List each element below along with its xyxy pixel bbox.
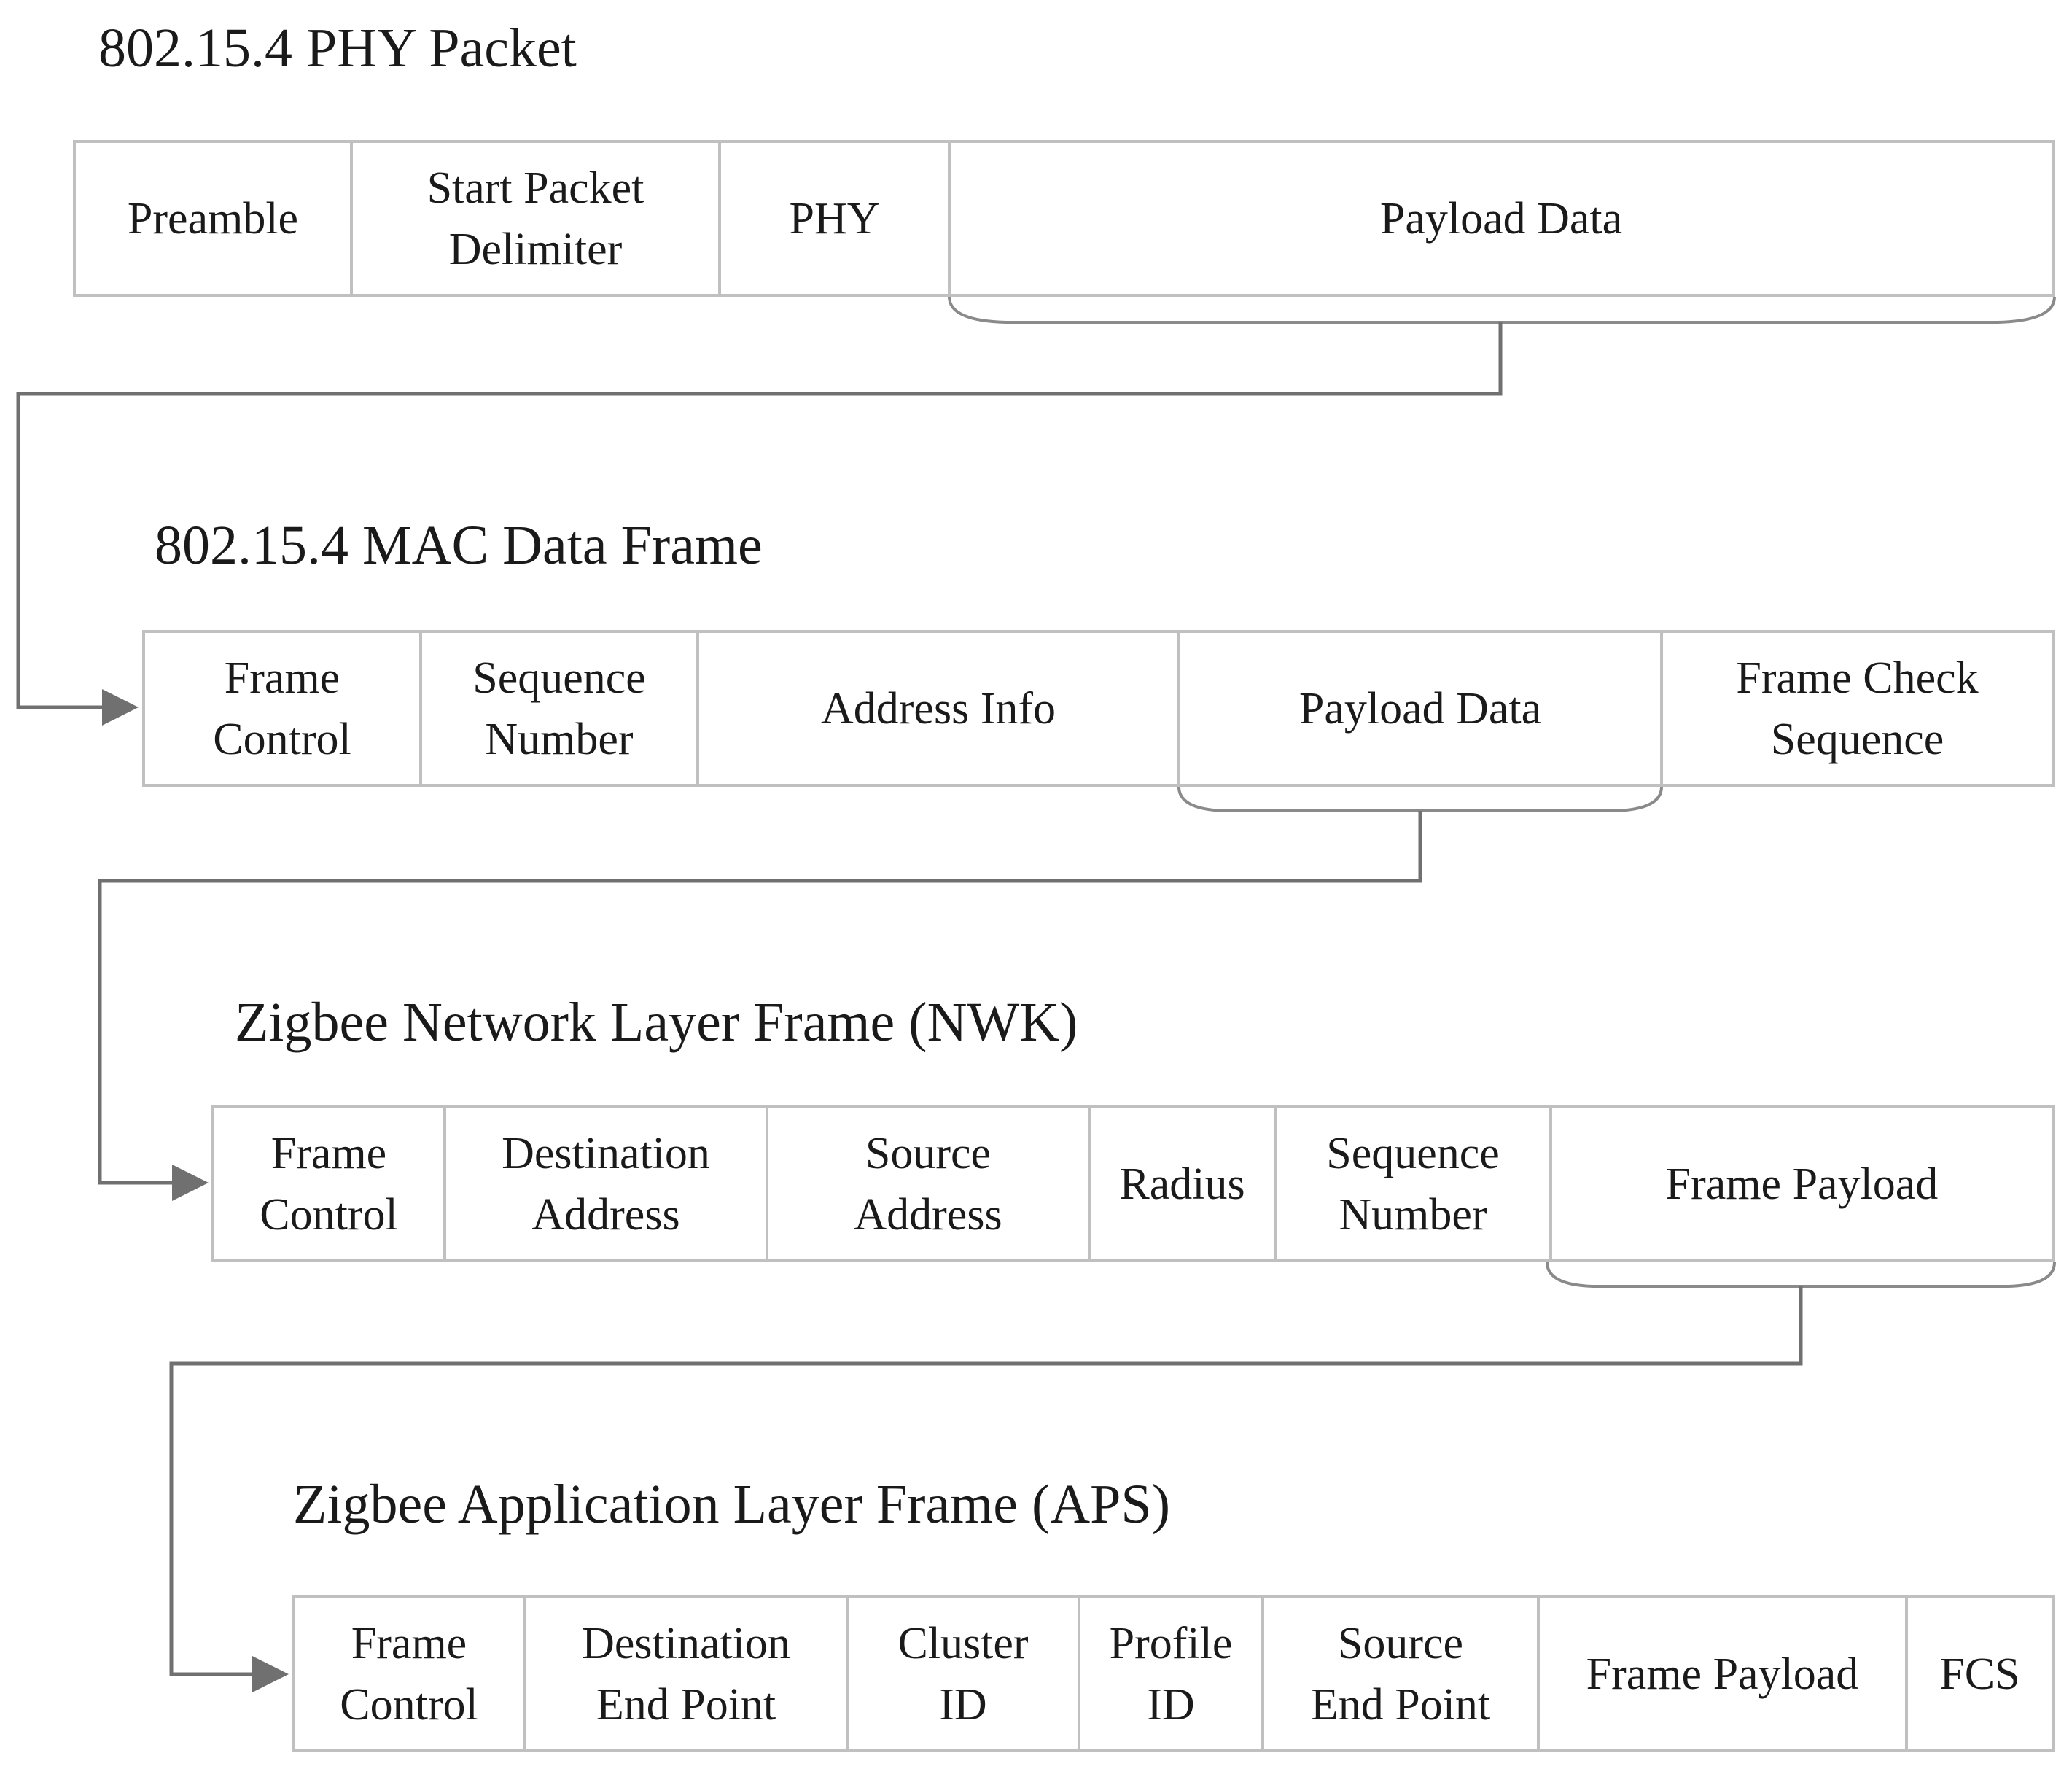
aps-frame-row: Frame Control Destination End Point Clus…: [292, 1595, 2055, 1752]
mac-field-frame-check-sequence: Frame Check Sequence: [1736, 653, 1979, 764]
aps-field-source-end-point: Source End Point: [1264, 1598, 1540, 1749]
mac-to-nwk-connector: [98, 811, 1422, 1201]
aps-field-destination-end-point: Destination End Point: [526, 1598, 849, 1749]
nwk-frame-row: Frame Control Destination Address Source…: [211, 1105, 2055, 1262]
nwk-field-radius: Radius: [1091, 1108, 1277, 1259]
nwk-field-frame-payload: Frame Payload: [1665, 1159, 1939, 1209]
phy-to-mac-connector: [16, 322, 1503, 726]
mac-field-address-info: Address Info: [699, 633, 1180, 784]
aps-field-profile-id: Profile ID: [1080, 1598, 1264, 1749]
nwk-to-aps-connector: [169, 1286, 1803, 1692]
phy-field-payload-data: Payload Data: [1379, 193, 1623, 244]
mac-field-frame-control: Frame Control: [145, 633, 422, 784]
nwk-field-destination-address: Destination Address: [446, 1108, 768, 1259]
aps-field-frame-payload: Frame Payload: [1540, 1598, 1908, 1749]
aps-field-cluster-id: Cluster ID: [849, 1598, 1080, 1749]
phy-field-start-packet-delimiter: Start Packet Delimiter: [353, 143, 721, 294]
mac-field-sequence-number: Sequence Number: [422, 633, 699, 784]
phy-payload-brace: [948, 296, 2056, 324]
nwk-field-sequence-number: Sequence Number: [1277, 1108, 1552, 1259]
mac-payload-brace: [1177, 786, 1663, 812]
mac-frame-title: 802.15.4 MAC Data Frame: [155, 515, 763, 576]
phy-field-phy: PHY: [721, 143, 951, 294]
nwk-field-source-address: Source Address: [768, 1108, 1091, 1259]
mac-field-payload-data: Payload Data: [1180, 633, 1663, 784]
aps-field-fcs: FCS: [1939, 1649, 2020, 1699]
phy-packet-title: 802.15.4 PHY Packet: [98, 18, 577, 79]
nwk-payload-brace: [1546, 1261, 2056, 1288]
nwk-frame-title: Zigbee Network Layer Frame (NWK): [235, 992, 1078, 1053]
phy-field-preamble: Preamble: [76, 143, 353, 294]
phy-packet-row: Preamble Start Packet Delimiter PHY Payl…: [73, 140, 2055, 297]
aps-frame-title: Zigbee Application Layer Frame (APS): [293, 1474, 1171, 1535]
mac-frame-row: Frame Control Sequence Number Address In…: [142, 630, 2055, 787]
aps-field-frame-control: Frame Control: [295, 1598, 526, 1749]
nwk-field-frame-control: Frame Control: [214, 1108, 446, 1259]
